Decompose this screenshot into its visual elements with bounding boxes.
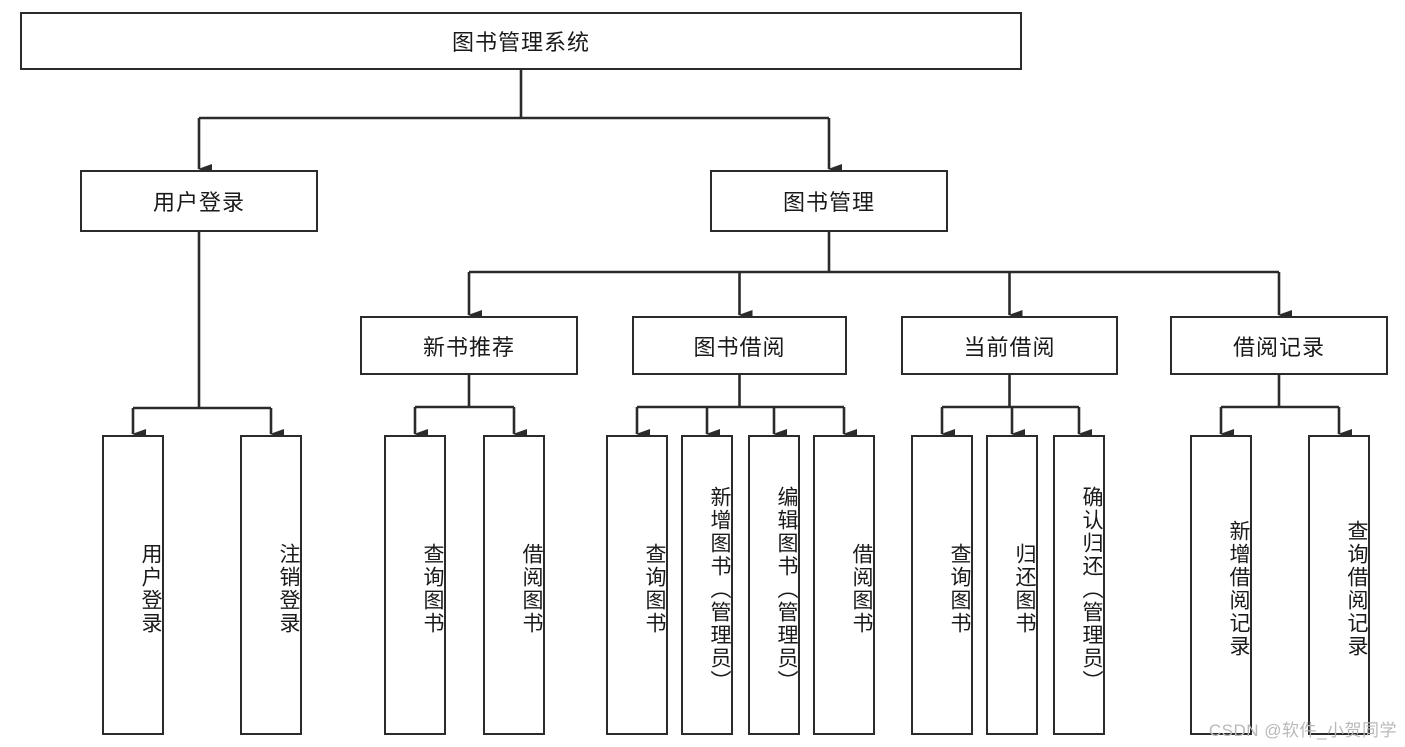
node-label: 图书借阅 [693, 334, 786, 360]
node-leaf-08[interactable]: 借阅图书 [813, 435, 875, 735]
node-label: 用户登录 [139, 543, 162, 635]
node-leaf-04[interactable]: 借阅图书 [483, 435, 545, 735]
node-leaf-13[interactable]: 查询借阅记录 [1308, 435, 1370, 735]
watermark-label: CSDN @软件_小贺同学 [1208, 721, 1397, 740]
node-label: 查询图书 [948, 543, 971, 635]
node-label: 归还图书 [1013, 543, 1036, 635]
node-label: 新书推荐 [422, 334, 515, 360]
node-leaf-07[interactable]: 编辑图书（管理员） [748, 435, 800, 735]
node-label: 当前借阅 [963, 334, 1056, 360]
node-leaf-05[interactable]: 查询图书 [606, 435, 668, 735]
node-l3-c[interactable]: 当前借阅 [901, 316, 1118, 375]
node-label: 借阅图书 [850, 543, 873, 635]
node-label: 查询借阅记录 [1345, 520, 1368, 658]
node-l3-b[interactable]: 图书借阅 [632, 316, 847, 375]
node-label: 借阅图书 [520, 543, 543, 635]
node-label: 查询图书 [421, 543, 444, 635]
node-label: 新增借阅记录 [1227, 520, 1250, 658]
node-label: 用户登录 [152, 190, 245, 215]
node-leaf-03[interactable]: 查询图书 [384, 435, 446, 735]
node-leaf-09[interactable]: 查询图书 [911, 435, 973, 735]
node-leaf-10[interactable]: 归还图书 [986, 435, 1038, 735]
node-label: 编辑图书（管理员） [775, 485, 798, 693]
node-l2-a[interactable]: 用户登录 [80, 170, 318, 232]
node-label: 借阅记录 [1232, 334, 1325, 360]
node-label: 查询图书 [643, 543, 666, 635]
node-label: 图书管理 [782, 190, 875, 215]
node-root[interactable]: 图书管理系统 [20, 12, 1022, 70]
node-label: 新增图书（管理员） [708, 485, 731, 693]
node-label: 确认归还（管理员） [1080, 485, 1103, 693]
node-label: 图书管理系统 [451, 30, 590, 55]
node-label: 注销登录 [277, 543, 300, 635]
node-leaf-12[interactable]: 新增借阅记录 [1190, 435, 1252, 735]
node-leaf-06[interactable]: 新增图书（管理员） [681, 435, 733, 735]
node-leaf-11[interactable]: 确认归还（管理员） [1053, 435, 1105, 735]
connector-lines [131, 70, 1352, 439]
node-leaf-01[interactable]: 用户登录 [102, 435, 164, 735]
node-l3-a[interactable]: 新书推荐 [360, 316, 578, 375]
node-leaf-02[interactable]: 注销登录 [240, 435, 302, 735]
node-l3-d[interactable]: 借阅记录 [1170, 316, 1388, 375]
node-l2-b[interactable]: 图书管理 [710, 170, 948, 232]
